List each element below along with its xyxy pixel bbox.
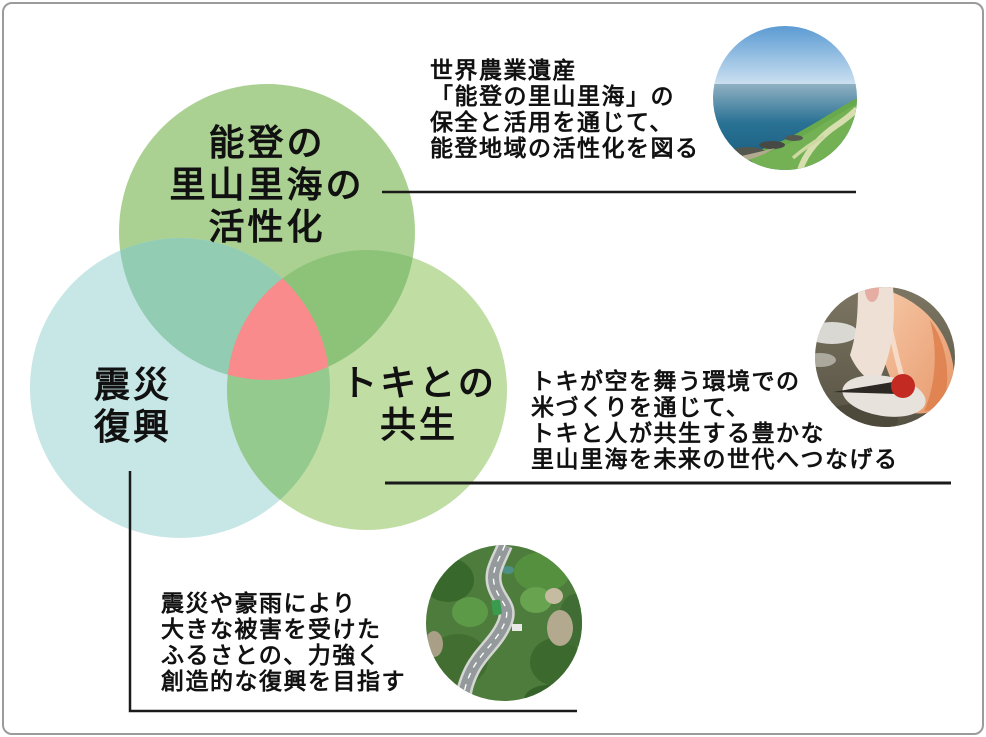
toki-annotation-line: トキと人が共生する豊かな <box>531 420 825 446</box>
shinsai-label-line: 震災 <box>93 364 173 405</box>
toki-annotation: トキが空を舞う環境での 米づくりを通じて、 トキと人が共生する豊かな 里山里海を… <box>531 368 899 472</box>
toki-annotation-line: 里山里海を未来の世代へつなげる <box>531 446 899 472</box>
shinsai-annotation-line: 大きな被害を受けた <box>161 616 382 642</box>
noto-annotation-line: 世界農業遺産 <box>430 57 577 83</box>
noto-annotation-line: 「能登の里山里海」の <box>430 83 675 109</box>
toki-label-line: 共生 <box>379 404 459 445</box>
noto-annotation-line: 保全と活用を通じて、 <box>430 109 674 135</box>
shinsai-connector-line <box>128 471 577 713</box>
toki-label-line: トキとの <box>341 362 497 403</box>
venn-diagram <box>30 84 507 538</box>
coast-photo <box>713 26 857 170</box>
toki-annotation-line: トキが空を舞う環境での <box>531 368 801 394</box>
noto-circle-label: 能登の 里山里海の 活性化 <box>169 122 364 248</box>
shinsai-annotation-line: ふるさとの、力強く <box>161 642 382 668</box>
noto-label-line: 里山里海の <box>169 164 365 205</box>
toki-circle-label: トキとの 共生 <box>341 362 497 446</box>
noto-annotation-line: 能登地域の活性化を図る <box>430 135 700 161</box>
noto-label-line: 能登の <box>208 122 326 163</box>
noto-label-line: 活性化 <box>208 206 326 247</box>
shinsai-label-line: 復興 <box>93 406 173 447</box>
venn-center-intersection <box>227 250 330 380</box>
toki-annotation-line: 米づくりを通じて、 <box>531 394 751 420</box>
shinsai-annotation-line: 創造的な復興を目指す <box>161 668 406 694</box>
noto-annotation: 世界農業遺産 「能登の里山里海」の 保全と活用を通じて、 能登地域の活性化を図る <box>430 57 700 161</box>
road-photo <box>426 545 582 701</box>
ibis-photo <box>815 287 955 427</box>
shinsai-annotation-line: 震災や豪雨により <box>161 590 357 616</box>
shinsai-annotation: 震災や豪雨により 大きな被害を受けた ふるさとの、力強く 創造的な復興を目指す <box>161 590 406 694</box>
shinsai-circle-label: 震災 復興 <box>94 364 172 448</box>
connector-lines <box>128 190 951 713</box>
